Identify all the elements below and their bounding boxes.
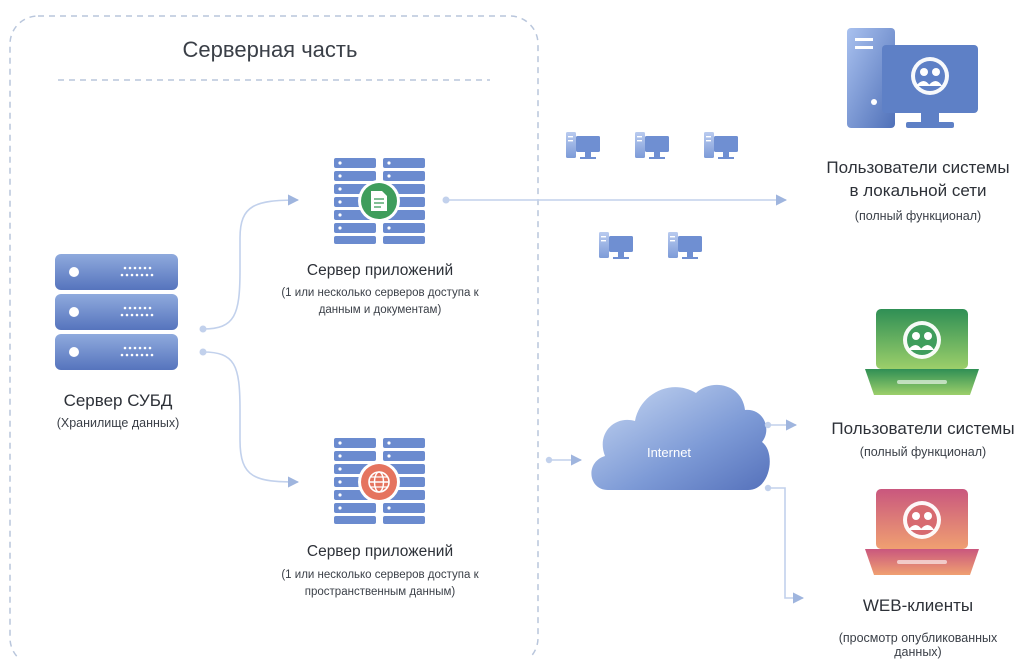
- app-server-docs-line1: (1 или несколько серверов доступа к: [281, 287, 479, 299]
- server-side-title: Серверная часть: [182, 37, 358, 62]
- desktop-computer-icon: [635, 132, 669, 159]
- app-server-docs-line2: данным и документам): [318, 304, 442, 316]
- local-users-title-line1: Пользователи системы: [826, 158, 1010, 177]
- db-server-title: Сервер СУБД: [63, 391, 173, 410]
- db-server-icon: [55, 254, 178, 370]
- web-clients-line2: данных): [894, 645, 942, 659]
- connector-to-web-clients: [768, 487, 805, 604]
- desktop-computer-icon: [599, 232, 633, 259]
- internet-users-title: Пользователи системы: [831, 419, 1015, 438]
- server-side-frame: [9, 15, 539, 658]
- internet-users-laptop-icon: [865, 309, 979, 395]
- desktop-computer-icon: [566, 132, 600, 159]
- internet-users-subtitle: (полный функционал): [859, 445, 987, 459]
- local-users-subtitle: (полный функционал): [854, 209, 982, 223]
- app-server-geo-line2: пространственным данным): [304, 586, 456, 598]
- app-server-geo-title: Сервер приложений: [306, 543, 454, 560]
- desktop-computer-icon: [704, 132, 738, 159]
- app-server-geo-line1: (1 или несколько серверов доступа к: [281, 569, 479, 581]
- web-clients-line1: (просмотр опубликованных: [838, 631, 998, 645]
- db-server-subtitle: (Хранилище данных): [56, 416, 180, 430]
- local-users-title-line2: в локальной сети: [849, 181, 987, 200]
- desktop-computer-icon: [668, 232, 702, 259]
- app-server-docs-title: Сервер приложений: [306, 262, 454, 279]
- web-clients-title: WEB-клиенты: [862, 596, 974, 615]
- local-users-computer-icon: [847, 28, 978, 128]
- app-server-docs-icon: [334, 158, 425, 244]
- app-server-geo-icon: [334, 438, 425, 524]
- cloud-label: Internet: [646, 445, 692, 460]
- web-clients-laptop-icon: [865, 489, 979, 575]
- connector-db-to-app-geo: [202, 351, 300, 488]
- connector-db-to-app-docs: [202, 194, 300, 330]
- cloud-icon: [591, 384, 770, 490]
